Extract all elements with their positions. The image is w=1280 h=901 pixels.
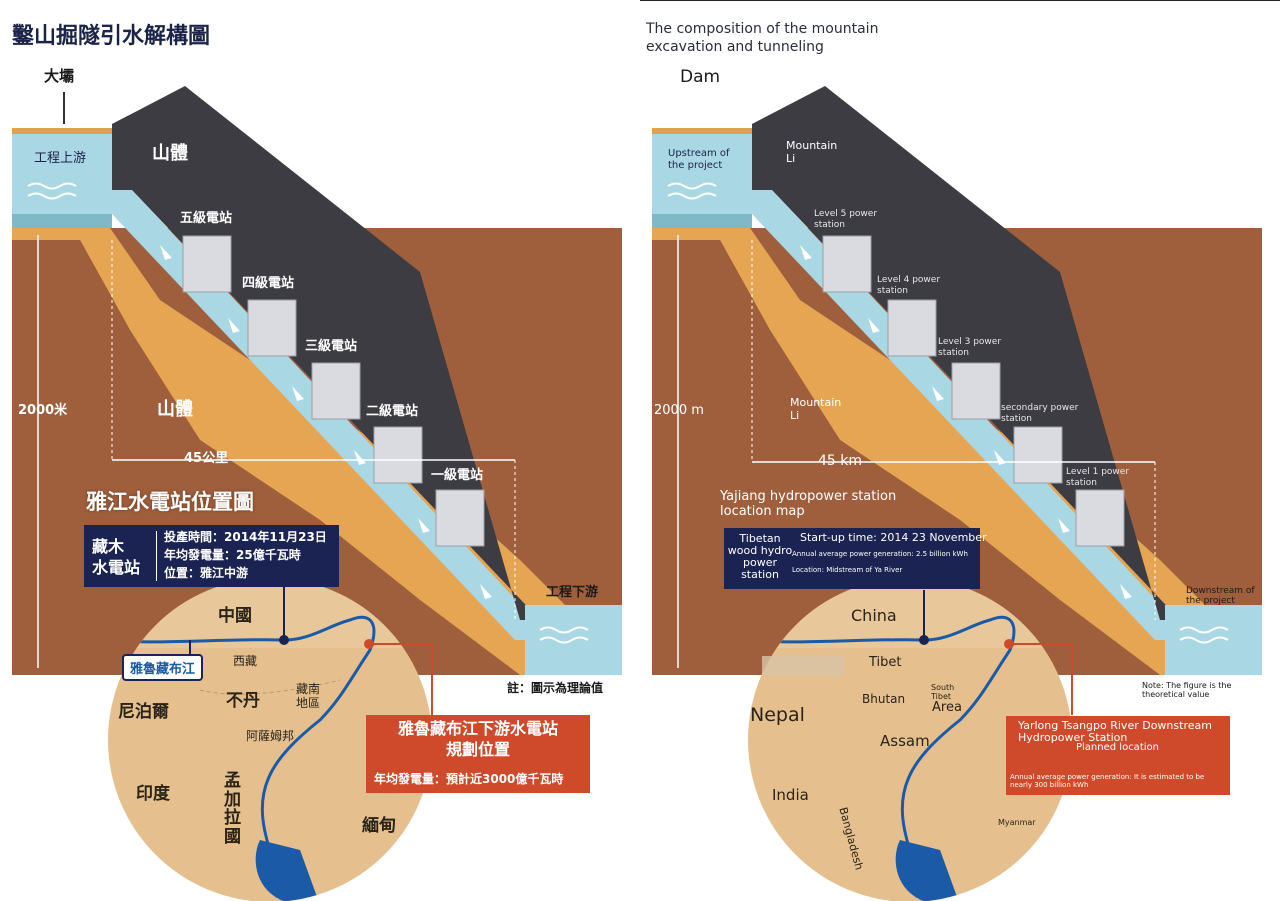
english-diagram-panel: The composition of the mountain excavati…: [640, 0, 1280, 901]
mountain-mid-label: 山體: [157, 399, 193, 420]
height-label: 2000 m: [654, 403, 704, 418]
map-south-tibet: South Tibet: [931, 683, 955, 702]
upstream-water: [12, 134, 112, 214]
map-bhutan: Bhutan: [862, 692, 906, 706]
ripples: [27, 182, 589, 644]
map-nepal: Nepal: [750, 704, 805, 726]
station-4-label: 四級電站: [242, 276, 295, 291]
distance-label: 45 km: [818, 453, 863, 469]
chinese-diagram-panel: 鑿山掘隧引水解構圖 大壩 工程上游 山體 山體 五級電站 四級電站 三級電站 二…: [12, 24, 622, 901]
map-area: Area: [932, 700, 962, 715]
zangmu-station-box: 藏木 水電站 投產時間：2014年11月23日 年均發電量：25億千瓦時 位置：…: [84, 525, 339, 587]
map-nepal: 尼泊爾: [118, 702, 169, 722]
map-tibet: 西藏: [233, 654, 258, 668]
diagram-title: The composition of the mountain excavati…: [646, 21, 879, 55]
zangmu-station-box: Tibetan wood hydro power station Start-u…: [724, 528, 987, 589]
theoretical-note: Note: The figure is the theoretical valu…: [1142, 681, 1232, 700]
map-china: China: [851, 606, 897, 625]
theoretical-note: 註：圖示為理論值: [507, 681, 604, 695]
station-2-label: 二級電站: [366, 404, 419, 419]
downstream-label: 工程下游: [546, 585, 599, 600]
upstream-label: 工程上游: [34, 151, 87, 166]
dam-label: 大壩: [44, 67, 75, 85]
mountain-top-label: 山體: [152, 143, 188, 164]
upstream-label: Upstream of the project: [668, 148, 730, 171]
zangmu-output: Annual average power generation: 2.5 bil…: [792, 550, 968, 558]
station-3-label: 三級電站: [305, 339, 358, 354]
distance-label: 45公里: [184, 451, 229, 466]
zangmu-name: Tibetan wood hydro power station: [727, 532, 793, 582]
map-china: 中國: [218, 606, 252, 626]
zangmu-location: Location: Midstream of Ya River: [792, 566, 903, 574]
zangmu-startup: 投產時間：2014年11月23日: [164, 530, 327, 544]
downstream-station-box: Yarlong Tsangpo River Downstream Hydropo…: [1006, 716, 1230, 795]
zangmu-output: 年均發電量：25億千瓦時: [164, 548, 301, 562]
downstream-station-name: 雅魯藏布江下游水電站 規劃位置: [397, 719, 558, 759]
station-1-label: 一級電站: [431, 468, 484, 483]
map-south-tibet: 藏南 地區: [296, 682, 321, 710]
flow-arrows: [160, 245, 492, 599]
downstream-label: Downstream of the project: [1186, 586, 1255, 607]
downstream-station-output: 年均發電量：預計近3000億千瓦時: [374, 772, 564, 786]
map-assam: Assam: [880, 732, 930, 750]
downstream-station-planned: Planned location: [1076, 742, 1159, 753]
mountain-mid-label: Mountain Li: [790, 396, 842, 422]
station-2-label: secondary power station: [1001, 403, 1079, 425]
height-label: 2000米: [18, 403, 68, 418]
zangmu-location: 位置：雅江中游: [164, 566, 249, 580]
map-india: 印度: [136, 784, 170, 804]
map-river-tag: 雅魯藏布江: [122, 654, 204, 681]
mountain-top-label: Mountain Li: [786, 139, 838, 165]
map-bhutan: 不丹: [226, 691, 260, 711]
station-1-label: Level 1 power station: [1066, 467, 1130, 489]
station-5-label: Level 5 power station: [814, 209, 878, 231]
station-3-label: Level 3 power station: [938, 337, 1002, 359]
dam-bar: [12, 128, 112, 134]
downstream-station-box: 雅魯藏布江下游水電站 規劃位置 年均發電量：預計近3000億千瓦時: [366, 715, 590, 793]
downstream-station-name: Yarlong Tsangpo River Downstream Hydropo…: [1018, 719, 1212, 745]
station-5-label: 五級電站: [180, 211, 233, 226]
downstream-station-output: Annual average power generation: It is e…: [1010, 773, 1205, 790]
zangmu-startup: Start-up time: 2014 23 November: [800, 531, 987, 544]
station-4-label: Level 4 power station: [877, 275, 941, 297]
diagram-title: 鑿山掘隧引水解構圖: [12, 24, 211, 49]
map-title: Yajiang hydropower station location map: [720, 489, 897, 519]
mountain-body: [112, 86, 540, 620]
power-stations: [182, 235, 485, 547]
map-assam: 阿薩姆邦: [246, 729, 295, 743]
dam-label: Dam: [680, 67, 721, 87]
map-myanmar: Myanmar: [998, 818, 1036, 827]
map-india: India: [772, 786, 809, 804]
map-tibet: Tibet: [869, 655, 902, 670]
map-bangladesh: 孟 加 拉 國: [224, 771, 241, 848]
zangmu-name: 藏木 水電站: [92, 537, 141, 577]
map-title: 雅江水電站位置圖: [86, 490, 254, 514]
map-myanmar: 緬甸: [362, 816, 396, 836]
